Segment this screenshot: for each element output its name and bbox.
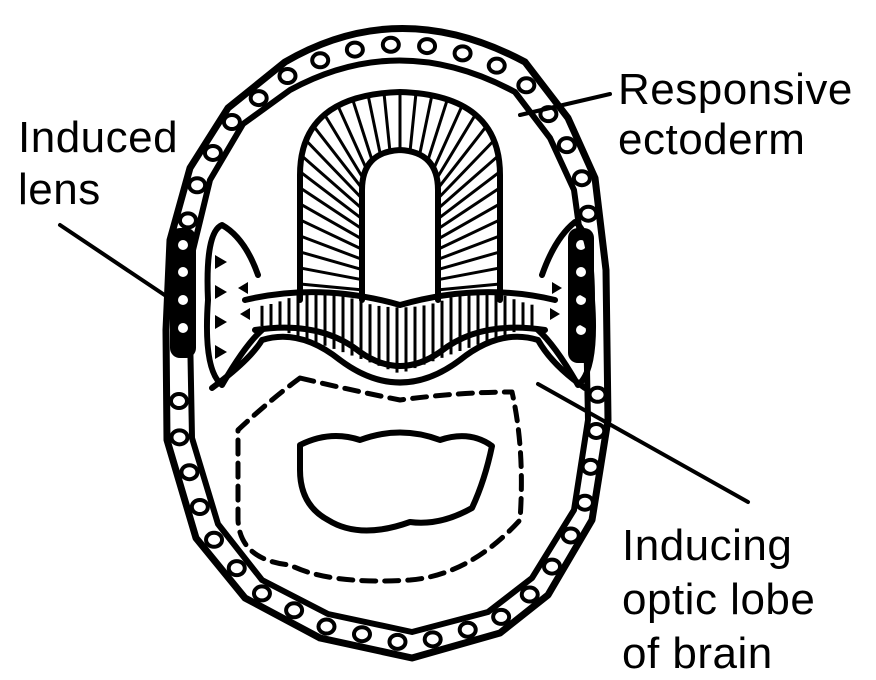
ectoderm-cell: [318, 620, 334, 634]
label-induced-line2: lens: [18, 165, 101, 214]
ectoderm-cell: [559, 138, 575, 152]
tube-striation: [300, 284, 362, 290]
ectoderm-cell: [180, 213, 196, 227]
label-responsive-ectoderm: Responsive ectoderm: [618, 65, 866, 164]
ectoderm-cell: [312, 53, 328, 67]
ectoderm-cell: [347, 43, 363, 57]
tube-striation: [300, 268, 362, 280]
label-inducing-line2: optic lobe: [622, 575, 815, 624]
ectoderm-cell: [354, 627, 370, 641]
tube-striation: [428, 99, 447, 160]
ectoderm-cell: [205, 146, 221, 160]
neural-tube: [300, 92, 500, 300]
label-responsive-line1: Responsive: [618, 65, 853, 114]
ectoderm-cell: [206, 533, 222, 547]
ectoderm-cell: [425, 632, 441, 646]
ectoderm-cell: [522, 588, 538, 602]
lower-cavity-outline: [300, 433, 492, 531]
neural-tube-striations: [300, 92, 500, 290]
tube-striation: [438, 268, 500, 280]
tube-striation: [353, 99, 372, 160]
ectoderm-cell: [181, 465, 197, 479]
label-inducing-line3: of brain: [622, 629, 773, 678]
dashed-lower-structure: [238, 378, 521, 581]
ectoderm-cell: [590, 388, 606, 402]
ectoderm-cell: [192, 500, 208, 514]
tube-striation: [438, 284, 500, 290]
ectoderm-cell: [493, 610, 509, 624]
label-inducing-optic-lobe: Inducing optic lobe of brain: [622, 521, 828, 678]
tube-striation: [438, 140, 494, 198]
ectoderm-cell: [280, 69, 296, 83]
ectoderm-cell: [254, 586, 270, 600]
ectoderm-cell: [383, 38, 399, 52]
ectoderm-cell: [189, 178, 205, 192]
ectoderm-cell: [224, 115, 240, 129]
inducing-optic-lobe-leader-line: [538, 384, 748, 502]
ectoderm-cell: [580, 207, 596, 221]
ectoderm-cell: [518, 78, 534, 92]
tube-striation: [306, 140, 362, 198]
ectoderm-cell: [489, 59, 505, 73]
tube-striation: [368, 95, 380, 154]
label-responsive-line2: ectoderm: [618, 115, 805, 164]
ectoderm-cell: [460, 623, 476, 637]
ectoderm-cell: [251, 91, 267, 105]
ectoderm-cell: [286, 603, 302, 617]
ectoderm-cell: [389, 635, 405, 649]
induced-lens-leader-line: [60, 225, 172, 300]
ectoderm-cell: [563, 528, 579, 542]
label-induced-line1: Induced: [18, 113, 178, 162]
ectoderm-cell: [229, 561, 245, 575]
ectoderm-cell: [577, 496, 593, 510]
ectoderm-cell: [574, 171, 590, 185]
ectoderm-cell: [171, 394, 187, 408]
label-induced-lens: Induced lens: [18, 113, 191, 214]
tube-striation: [420, 95, 432, 154]
ectoderm-cell: [419, 39, 435, 53]
label-inducing-line1: Inducing: [622, 521, 792, 570]
brain-floor-band: [245, 290, 555, 373]
left-optic-vesicle: [207, 225, 262, 385]
ectoderm-cell: [171, 430, 187, 444]
left-lens-placode: [170, 228, 196, 358]
ectoderm-cell: [544, 560, 560, 574]
ectoderm-cell: [583, 460, 599, 474]
tube-striation: [384, 93, 390, 151]
ectoderm-cell: [455, 46, 471, 60]
tube-striation: [410, 93, 416, 151]
ectoderm-cell: [588, 424, 604, 438]
